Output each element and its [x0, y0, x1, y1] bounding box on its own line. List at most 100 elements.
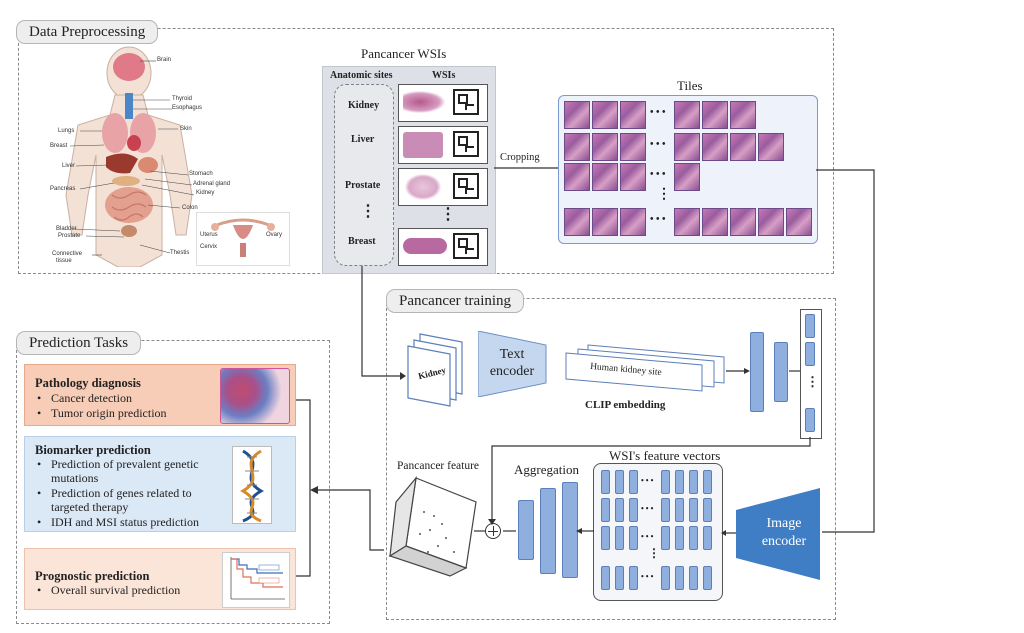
anatomy-label-adrenal-gland: Adrenal gland [193, 181, 231, 187]
feature-vector-cell [629, 498, 638, 522]
wsi-slide-prostate [398, 168, 488, 206]
text-encoder-label: Text encoder [489, 347, 535, 379]
tile-image [674, 101, 700, 129]
dna-thumbnail [232, 446, 272, 524]
feature-vectors-ellipsis: • • • [641, 476, 654, 485]
feature-vector-cell [615, 566, 624, 590]
feature-vector-cell [661, 566, 670, 590]
aggregation-label: Aggregation [514, 462, 579, 477]
anatomy-label-kidney: Kidney [196, 190, 215, 196]
anatomy-label-prostate: Prostate [58, 233, 81, 239]
feature-vector-cell [629, 526, 638, 550]
feature-vector-cell [689, 526, 698, 550]
tile-image [592, 101, 618, 129]
feature-vector-cell [601, 498, 610, 522]
aggregation-bar-1 [518, 500, 534, 560]
tile-image [564, 208, 590, 236]
clip-bar-2 [774, 342, 788, 402]
tile-image [758, 133, 784, 161]
prediction-tasks-panel [16, 340, 330, 624]
feature-vector-cell [689, 566, 698, 590]
pathology-item-2: Tumor origin prediction [37, 406, 167, 420]
tile-image [730, 208, 756, 236]
anatomy-label-connective: Connective [52, 251, 83, 257]
survival-curve-thumbnail [222, 552, 290, 608]
image-encoder-arrow [721, 530, 736, 536]
anatomy-label-stomach: Stomach [189, 171, 213, 177]
feature-vectors-ellipsis: • • • [641, 572, 654, 581]
tiles-title: Tiles [677, 78, 703, 93]
tile-image [702, 208, 728, 236]
feature-vector-cell [689, 470, 698, 494]
anatomy-label-liver: Liver [62, 163, 76, 169]
feature-vector-cell [703, 470, 712, 494]
feature-vector-cell [661, 498, 670, 522]
vectors-to-aggregation-arrow [576, 528, 594, 534]
tile-image [758, 208, 784, 236]
tiles-ellipsis: • • • [650, 214, 666, 225]
feature-vector-cell [675, 470, 684, 494]
tile-image [620, 101, 646, 129]
biomarker-item-3: IDH and MSI status prediction [37, 515, 199, 529]
wsi-vertical-dots: ⋮ [440, 206, 456, 223]
feature-vector-cell [703, 526, 712, 550]
aggregation-bar-2 [540, 488, 556, 574]
prediction-tasks-title: Prediction Tasks [16, 331, 142, 355]
tile-image [592, 208, 618, 236]
tile-image [730, 133, 756, 161]
site-breast: Breast [348, 236, 376, 247]
anatomy-label-skin: Skin [180, 126, 192, 132]
text-vec-cell-2 [805, 342, 815, 366]
pathology-task-head: Pathology diagnosis [35, 376, 141, 390]
feature-vector-cell [703, 498, 712, 522]
pathology-histology-thumbnail [220, 368, 290, 424]
site-text-cards [558, 343, 738, 393]
feature-vector-cell [661, 470, 670, 494]
feature-vector-cell [601, 566, 610, 590]
anatomy-label-cervix: Cervix [200, 244, 218, 250]
tile-image [564, 101, 590, 129]
tile-image [592, 163, 618, 191]
anatomy-label-uterus: Uterus [200, 232, 218, 238]
pancancer-feature-label: Pancancer feature [397, 460, 480, 472]
tile-image [786, 208, 812, 236]
anatomy-label-tissue: tissue [56, 258, 72, 264]
clip-embedding-label: CLIP embedding [585, 399, 666, 411]
survival-curve-icon [230, 557, 285, 600]
tiles-vertical-dots: ⋮ [657, 187, 671, 202]
feature-vector-cell [601, 526, 610, 550]
feature-vector-cell [703, 566, 712, 590]
image-encoder-label: Image encoder [761, 516, 807, 549]
tile-image [730, 101, 756, 129]
dna-icon [240, 449, 264, 523]
feature-vector-cell [629, 566, 638, 590]
pathology-item-1: Cancer detection [37, 391, 132, 405]
uterus-icon [211, 218, 275, 257]
anatomy-label-ovary: Ovary [266, 232, 283, 238]
text-encoder-shape [478, 331, 547, 397]
anatomy-figure [30, 45, 290, 268]
feature-vectors-vertical-dots: ⋮ [648, 546, 660, 560]
feature-vectors-ellipsis: • • • [641, 532, 654, 541]
tile-image [592, 133, 618, 161]
biomarker-item-1: Prediction of prevalent genetic [37, 457, 199, 471]
anatomy-label-thyroid: Thyroid [172, 96, 193, 102]
tile-image [674, 208, 700, 236]
feature-vector-cell [675, 566, 684, 590]
site-kidney: Kidney [348, 100, 380, 111]
anatomy-label-colon: Colon [182, 205, 198, 211]
biomarker-item-2-cont: targeted therapy [51, 500, 129, 514]
pancancer-training-title: Pancancer training [386, 289, 525, 313]
tile-image [620, 208, 646, 236]
anatomy-label-esophagus: Esophagus [172, 105, 203, 111]
tiles-ellipsis: • • • [650, 169, 666, 180]
aggregate-plus-icon [485, 523, 501, 539]
site-liver: Liver [351, 134, 375, 145]
wsi-col-wsis: WSIs [432, 70, 456, 81]
tiles-ellipsis: • • • [650, 139, 666, 150]
biomarker-item-2: Prediction of genes related to [37, 486, 192, 500]
feature-vector-cell [615, 470, 624, 494]
prognostic-item-1: Overall survival prediction [37, 583, 180, 597]
wsi-col-sites: Anatomic sites [330, 70, 393, 81]
feature-vector-cell [661, 526, 670, 550]
